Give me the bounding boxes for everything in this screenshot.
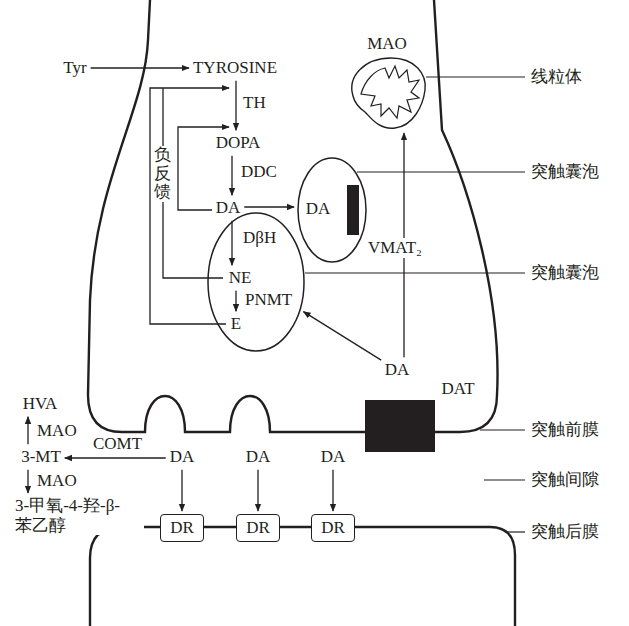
- leader-line: [305, 272, 525, 273]
- molecule-node: NE: [228, 268, 253, 288]
- structure-label: 突触前膜: [530, 420, 600, 440]
- molecule-node: DA: [215, 198, 242, 218]
- transporter-block: [365, 400, 435, 452]
- molecule-node: E: [230, 314, 242, 334]
- molecule-name: DA: [320, 447, 347, 467]
- label-holder: 突触囊泡: [530, 162, 600, 182]
- reaction-arrow: [181, 470, 182, 511]
- molecule-node: DA: [320, 447, 347, 467]
- vesicle-outline: [208, 213, 304, 351]
- edge-label-holder: PNMT: [244, 290, 293, 310]
- enzyme-label: MAO: [366, 34, 408, 54]
- reaction-arrow: [231, 221, 232, 265]
- feedback-label: 负反馈: [154, 146, 171, 202]
- molecule-name: 3-甲氧-4-羟-β- 苯乙醇: [14, 496, 144, 535]
- postsynaptic-membrane: [90, 527, 515, 626]
- reaction-arrow: [65, 457, 166, 458]
- mitochondrion: MAO: [345, 34, 429, 130]
- edge-label-holder: MAO: [36, 421, 78, 441]
- reaction-arrow: [244, 206, 294, 207]
- reaction-arrow: [235, 81, 236, 130]
- leader-line: [480, 429, 525, 430]
- reaction-arrow: [91, 67, 189, 68]
- mitochondrion-outer: [352, 58, 425, 128]
- reaction-arrow: [27, 417, 28, 444]
- reaction-arrow: [257, 470, 258, 511]
- molecule-node: TYROSINE: [192, 58, 278, 78]
- molecule-name: DA: [215, 198, 242, 218]
- transporter-label: VMAT₂: [367, 238, 423, 258]
- molecule-node: HVA: [22, 394, 59, 414]
- receptor-label: DR: [245, 518, 271, 538]
- molecule-node: DA: [169, 447, 196, 467]
- enzyme-label: MAO: [36, 471, 78, 491]
- molecule-name: TYROSINE: [192, 58, 278, 78]
- structure-label: 突触后膜: [530, 522, 600, 542]
- enzyme-label: MAO: [36, 421, 78, 441]
- molecule-name: DA: [245, 447, 272, 467]
- molecule-name: NE: [228, 268, 253, 288]
- enzyme-label: COMT: [92, 434, 143, 454]
- molecule-name: E: [230, 314, 242, 334]
- molecule-name: DA: [305, 199, 332, 219]
- label-holder: 突触囊泡: [530, 263, 600, 283]
- mitochondrion-cristae: [361, 66, 419, 118]
- reaction-arrow: [235, 291, 236, 311]
- enzyme-label: PNMT: [244, 290, 293, 310]
- molecule-node: 3-MT: [20, 447, 62, 467]
- molecule-name: DA: [384, 360, 411, 380]
- molecule-node: 3-甲氧-4-羟-β- 苯乙醇: [14, 496, 144, 535]
- structure-label: 突触间隙: [530, 470, 600, 490]
- molecule-node: DOPA: [215, 133, 262, 153]
- structure-label: 突触囊泡: [530, 162, 600, 182]
- edge-label-holder: COMT: [92, 434, 143, 454]
- molecule-node: DA: [384, 360, 411, 380]
- leader-line: [507, 531, 525, 532]
- molecule-name: DOPA: [215, 133, 262, 153]
- enzyme-label: TH: [242, 93, 267, 113]
- molecule-name: 3-MT: [20, 447, 62, 467]
- leader-line: [357, 171, 525, 172]
- presynaptic-membrane: [88, 0, 498, 432]
- molecule-node: DA: [305, 199, 332, 219]
- reaction-arrow: [332, 470, 333, 511]
- molecule-name: HVA: [22, 394, 59, 414]
- leader-line: [484, 479, 525, 480]
- vesicle-outline: [298, 158, 366, 262]
- edge-label-holder: MAO: [36, 471, 78, 491]
- receptor-box: DR: [311, 514, 355, 542]
- reaction-arrow: [231, 156, 232, 195]
- reaction-arrow: [27, 470, 28, 493]
- edge-label-holder: DDC: [240, 162, 278, 182]
- label-holder: 突触前膜: [530, 420, 600, 440]
- dopamine-transporter: DAT: [363, 380, 479, 454]
- label-holder: 线粒体: [530, 67, 583, 87]
- receptor-label: DR: [320, 518, 346, 538]
- leader-line: [426, 76, 525, 77]
- transporter-label: DAT: [440, 379, 475, 399]
- molecule-name: DA: [169, 447, 196, 467]
- edge-label-holder: TH: [242, 93, 267, 113]
- receptor-box: DR: [236, 514, 280, 542]
- receptor-label: DR: [169, 518, 195, 538]
- structure-label: 突触囊泡: [530, 263, 600, 283]
- receptor-box: DR: [160, 514, 204, 542]
- reaction-arrow: [303, 312, 381, 361]
- structure-label: 线粒体: [530, 67, 583, 87]
- label-holder: 负反馈: [154, 146, 171, 202]
- molecule-node: Tyr: [62, 58, 87, 78]
- label-holder: 突触间隙: [530, 470, 600, 490]
- enzyme-label: DβH: [242, 228, 277, 248]
- synaptic-vesicle: VMAT₂DA: [297, 157, 367, 263]
- transporter-bar: [347, 185, 359, 235]
- molecule-node: DA: [245, 447, 272, 467]
- label-holder: 突触后膜: [530, 522, 600, 542]
- edge-label-holder: DβH: [242, 228, 277, 248]
- molecule-name: Tyr: [62, 58, 87, 78]
- enzyme-label: DDC: [240, 162, 278, 182]
